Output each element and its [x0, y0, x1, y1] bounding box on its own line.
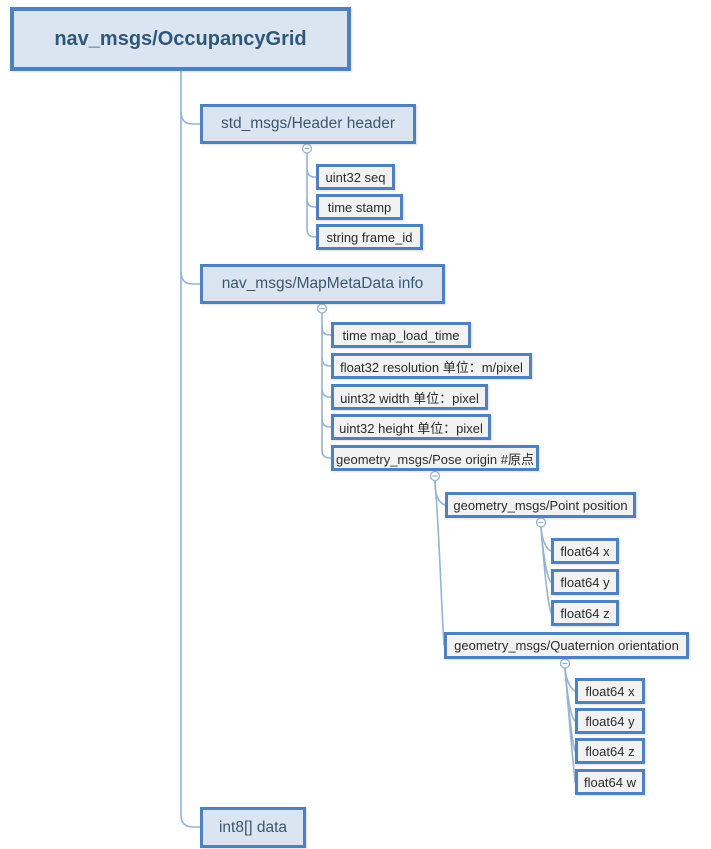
node-time-map-load-time[interactable]: time map_load_time: [331, 322, 471, 348]
connector: [321, 388, 332, 398]
connector: [306, 168, 317, 178]
node-uint32-width[interactable]: uint32 width 单位：pixel: [331, 384, 488, 410]
connector: [180, 271, 201, 285]
node-occupancygrid[interactable]: nav_msgs/OccupancyGrid: [10, 7, 351, 71]
node-uint32-height[interactable]: uint32 height 单位：pixel: [331, 414, 491, 440]
node-position-y[interactable]: float64 y: [551, 569, 619, 595]
connector: [180, 111, 201, 125]
node-header[interactable]: std_msgs/Header header: [200, 104, 416, 144]
collapse-icon[interactable]: [559, 658, 571, 669]
node-time-stamp[interactable]: time stamp: [316, 194, 403, 220]
node-int8-data[interactable]: int8[] data: [200, 807, 306, 848]
connector: [321, 418, 332, 428]
connector: [434, 480, 445, 646]
node-quaternion-orientation[interactable]: geometry_msgs/Quaternion orientation: [444, 632, 689, 659]
node-orientation-z[interactable]: float64 z: [575, 738, 645, 764]
node-position-x[interactable]: float64 x: [551, 538, 619, 564]
node-float32-resolution[interactable]: float32 resolution 单位：m/pixel: [331, 353, 532, 379]
collapse-icon[interactable]: [316, 303, 328, 314]
collapse-icon[interactable]: [429, 470, 441, 482]
collapse-icon[interactable]: [301, 143, 313, 154]
connector: [321, 326, 332, 336]
collapse-icon[interactable]: [535, 517, 547, 528]
connector: [540, 526, 552, 614]
node-string-frame-id[interactable]: string frame_id: [316, 224, 423, 250]
node-uint32-seq[interactable]: uint32 seq: [316, 164, 395, 190]
node-mapmetadata-info[interactable]: nav_msgs/MapMetaData info: [200, 264, 445, 304]
node-point-position[interactable]: geometry_msgs/Point position: [445, 492, 636, 518]
connector: [321, 357, 332, 367]
connector: [306, 198, 317, 208]
node-pose-origin[interactable]: geometry_msgs/Pose origin #原点: [331, 445, 539, 471]
connector: [564, 667, 576, 783]
connector: [180, 70, 201, 828]
connector: [306, 152, 317, 238]
node-position-z[interactable]: float64 z: [551, 600, 619, 626]
node-orientation-w[interactable]: float64 w: [575, 769, 645, 795]
node-orientation-y[interactable]: float64 y: [575, 708, 645, 734]
node-orientation-x[interactable]: float64 x: [575, 678, 645, 704]
connector: [321, 312, 332, 459]
